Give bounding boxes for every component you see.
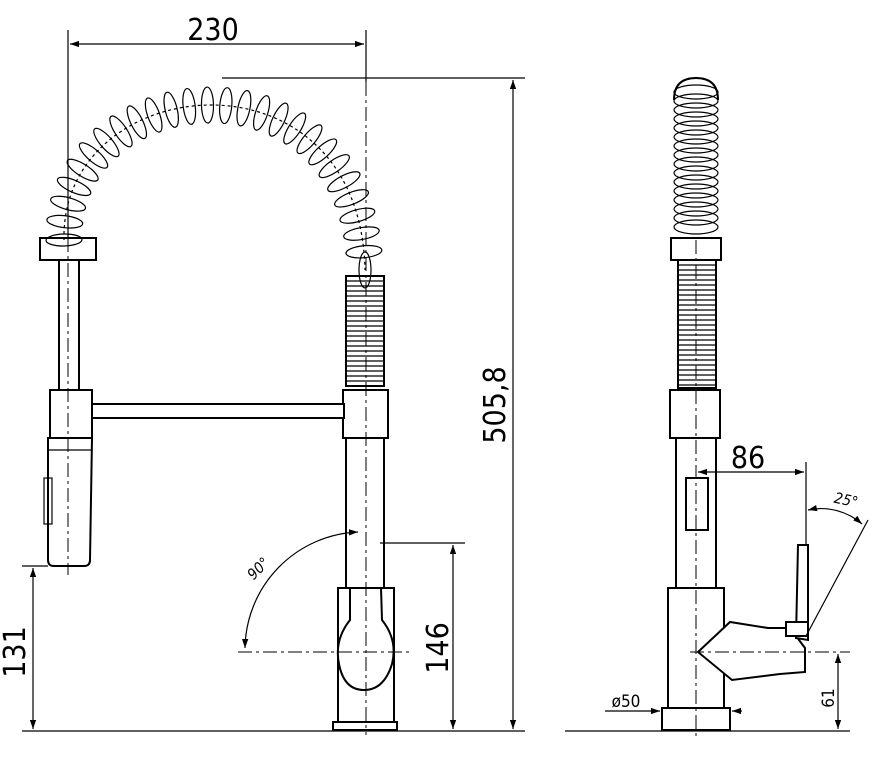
spring-coil <box>144 97 163 133</box>
spring-coil <box>673 201 719 217</box>
rib-outline <box>677 259 717 389</box>
spring-coil <box>327 171 361 193</box>
spring-coil <box>673 111 719 127</box>
front-upper-column <box>345 437 385 589</box>
dim-50-label: ø50 <box>612 692 641 712</box>
spring-coil <box>673 165 719 181</box>
spring-coil <box>296 124 323 155</box>
dim-86-label: 86 <box>731 441 765 476</box>
spring-coil <box>673 93 719 109</box>
spring-top-cap <box>673 76 719 101</box>
dim-230-label: 230 <box>187 13 239 48</box>
spring-coil <box>673 138 719 154</box>
front-sprayer-head <box>47 437 94 567</box>
spring-coil <box>673 156 719 172</box>
front-centerlines <box>67 82 410 735</box>
dim-505-8-label: 505,8 <box>478 366 513 443</box>
front-sprayer-button <box>43 477 53 525</box>
side-ribbed-spring <box>677 259 717 389</box>
side-lever <box>696 620 806 682</box>
spring-coil <box>218 87 233 125</box>
spring-coil <box>50 195 87 212</box>
front-ribbed-spring <box>345 275 385 387</box>
spring-coil <box>673 147 719 163</box>
spring-coil <box>182 87 197 125</box>
spring-coil <box>673 210 719 226</box>
spring-coil <box>126 105 148 140</box>
spring-coil <box>673 174 719 190</box>
side-sprayer-window <box>685 477 709 531</box>
front-spring-coils <box>45 86 383 289</box>
dim-131-label: 131 <box>0 626 33 678</box>
spring-coil <box>268 102 289 137</box>
spring-coil <box>673 120 719 136</box>
spring-coil <box>236 89 252 127</box>
spring-coil <box>673 183 719 199</box>
front-horizontal-arm <box>91 403 345 419</box>
spring-coil <box>673 84 719 100</box>
spring-coil <box>334 189 370 208</box>
spring-coil <box>93 127 120 158</box>
spring-coil <box>673 192 719 208</box>
spring-coil <box>339 207 376 224</box>
spring-coil <box>78 142 109 169</box>
spring-coil <box>283 112 307 145</box>
spring-coil <box>358 251 372 289</box>
dim-61-label: 61 <box>819 688 839 707</box>
front-sprayer-holder <box>49 389 93 439</box>
spring-coil <box>343 226 380 241</box>
spring-coil <box>46 214 84 229</box>
spring-coil <box>673 102 719 118</box>
side-lever-handle <box>794 544 809 642</box>
side-view <box>661 76 850 740</box>
front-dimensions: 230 505,8 131 146 90° <box>0 13 525 732</box>
spring-coil <box>673 129 719 145</box>
spring-coil <box>252 95 271 131</box>
spring-coil <box>318 154 350 179</box>
side-swivel-collar <box>669 389 721 439</box>
spring-coil <box>56 176 92 197</box>
spring-coil <box>345 244 383 259</box>
side-dimensions: 86 25° ø50 61 <box>565 441 869 732</box>
spring-coil <box>200 86 215 124</box>
front-view <box>39 86 398 731</box>
side-spring-coils <box>673 76 719 235</box>
side-lever-tip <box>785 621 809 637</box>
spring-coil <box>45 233 83 247</box>
front-hose <box>58 259 80 391</box>
front-base-plate <box>332 721 398 731</box>
dim-146-label: 146 <box>421 622 456 674</box>
spring-coil <box>308 138 338 166</box>
dim-25-label: 25° <box>832 489 859 512</box>
spring-coil <box>163 91 179 128</box>
spring-coil <box>109 115 133 148</box>
spring-coil <box>673 219 719 235</box>
